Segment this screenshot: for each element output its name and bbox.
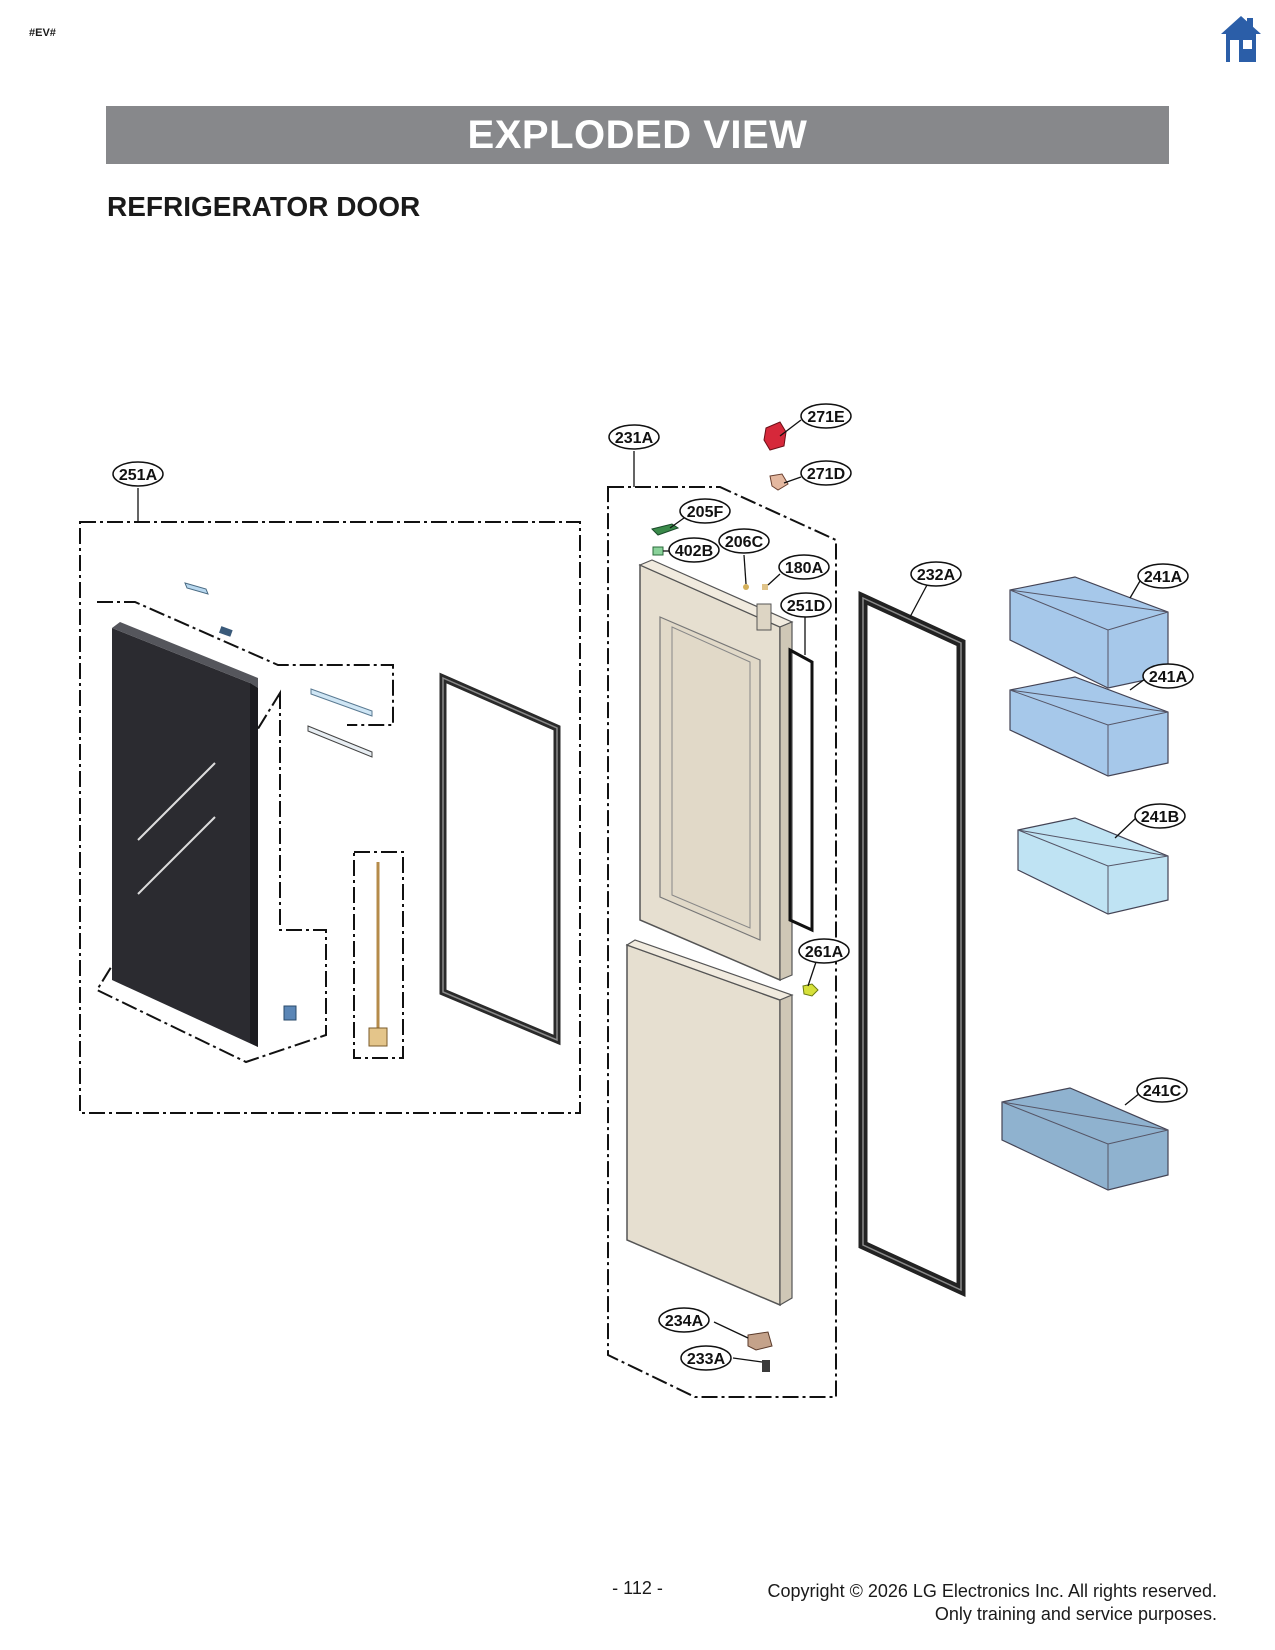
callout-241B: 241B bbox=[1134, 803, 1186, 829]
assembly-boundary-center bbox=[607, 486, 837, 1398]
svg-text:241B: 241B bbox=[1141, 809, 1179, 826]
svg-text:271E: 271E bbox=[807, 409, 845, 426]
svg-text:231A: 231A bbox=[615, 430, 654, 447]
callout-271E: 271E bbox=[800, 403, 852, 429]
callout-180A: 180A bbox=[778, 554, 830, 580]
copyright-line-1: Copyright © 2026 LG Electronics Inc. All… bbox=[767, 1581, 1217, 1601]
callout-231A: 231A bbox=[608, 424, 660, 450]
callout-251D: 251D bbox=[780, 592, 832, 618]
svg-text:241A: 241A bbox=[1144, 569, 1183, 586]
callout-234A: 234A bbox=[658, 1307, 710, 1333]
callout-271D: 271D bbox=[800, 460, 852, 486]
callout-232A: 232A bbox=[910, 561, 962, 587]
door-panel bbox=[112, 622, 258, 1047]
home-icon[interactable] bbox=[1219, 14, 1263, 64]
door-bin-241C bbox=[1001, 1087, 1169, 1191]
callout-241A-2: 241A bbox=[1142, 663, 1194, 689]
door-seal bbox=[788, 647, 814, 933]
svg-text:241C: 241C bbox=[1143, 1083, 1182, 1100]
svg-text:402B: 402B bbox=[675, 543, 713, 560]
svg-text:251D: 251D bbox=[787, 598, 825, 615]
callout-261A: 261A bbox=[798, 938, 850, 964]
door-bin-241B bbox=[1017, 817, 1169, 915]
svg-text:234A: 234A bbox=[665, 1313, 704, 1330]
bottom-parts bbox=[747, 1331, 773, 1372]
callout-233A: 233A bbox=[680, 1345, 732, 1371]
callout-241A-1: 241A bbox=[1137, 563, 1189, 589]
door-gasket-main bbox=[858, 590, 966, 1298]
callout-251A: 251A bbox=[112, 461, 164, 487]
page-banner: EXPLODED VIEW bbox=[106, 106, 1169, 164]
assembly-boundary-rod bbox=[353, 851, 404, 1059]
assembly-boundary-door bbox=[95, 601, 394, 1064]
svg-text:180A: 180A bbox=[785, 560, 824, 577]
copyright-notice: Copyright © 2026 LG Electronics Inc. All… bbox=[768, 1580, 1217, 1626]
svg-text:205F: 205F bbox=[687, 504, 724, 521]
document-tag: #EV# bbox=[29, 27, 56, 39]
assembly-boundary-left bbox=[79, 521, 581, 1114]
copyright-line-2: Only training and service purposes. bbox=[934, 1604, 1217, 1624]
door-bin-241A-2 bbox=[1009, 676, 1169, 777]
hinge-rod bbox=[368, 862, 388, 1047]
callout-206C: 206C bbox=[718, 528, 770, 554]
section-title: REFRIGERATOR DOOR bbox=[107, 191, 421, 222]
svg-text:261A: 261A bbox=[805, 944, 844, 961]
callout-205F: 205F bbox=[679, 498, 731, 524]
door-liner bbox=[638, 559, 794, 982]
svg-text:206C: 206C bbox=[725, 534, 764, 551]
svg-text:232A: 232A bbox=[917, 567, 956, 584]
door-body-lower bbox=[625, 939, 794, 1307]
svg-text:241A: 241A bbox=[1149, 669, 1188, 686]
page-number: - 112 - bbox=[612, 1578, 663, 1598]
svg-text:251A: 251A bbox=[119, 467, 158, 484]
svg-text:233A: 233A bbox=[687, 1351, 726, 1368]
door-gasket-left bbox=[439, 672, 561, 1046]
callout-241C: 241C bbox=[1136, 1077, 1188, 1103]
svg-text:271D: 271D bbox=[807, 466, 845, 483]
door-small-parts bbox=[184, 582, 373, 1021]
callout-402B: 402B bbox=[668, 537, 720, 563]
